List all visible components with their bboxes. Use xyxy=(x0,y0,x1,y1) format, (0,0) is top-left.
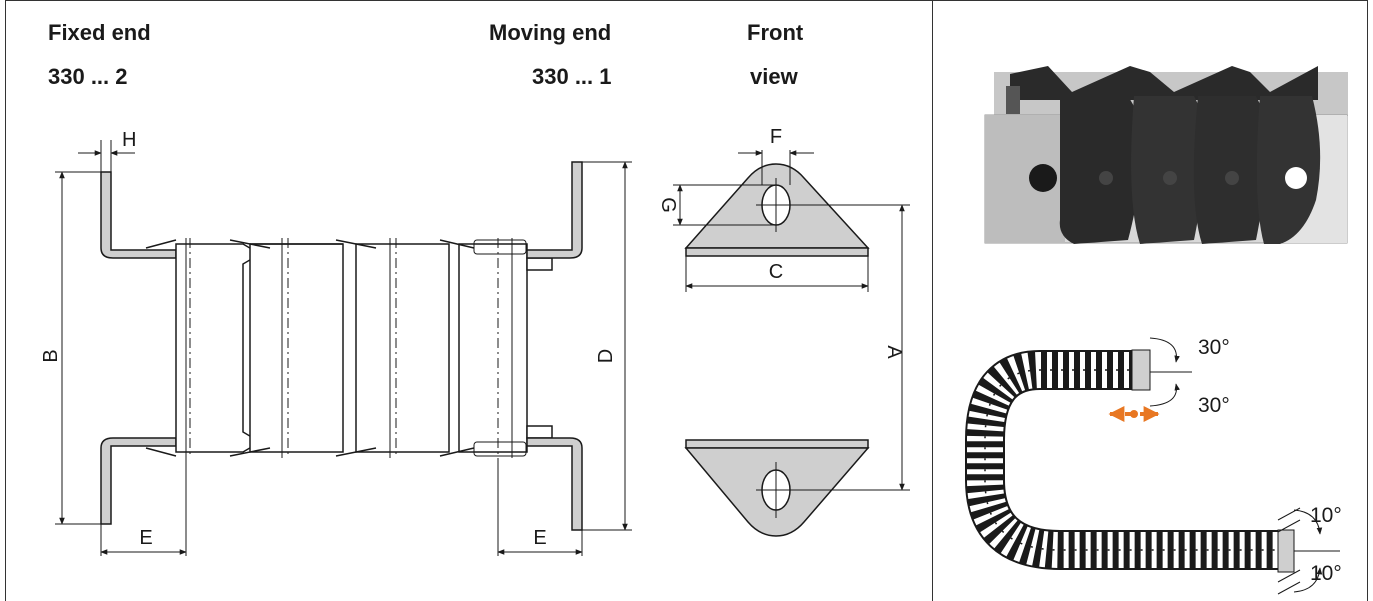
dimension-f-label: F xyxy=(770,126,782,148)
moving-end-bracket xyxy=(526,161,583,531)
dimension-c xyxy=(685,256,869,292)
front-view-title: Front xyxy=(747,20,804,45)
chain-photo xyxy=(984,66,1348,244)
moving-end-title: Moving end xyxy=(489,20,612,45)
angle-indicators xyxy=(1149,337,1340,595)
front-view-subtitle: view xyxy=(750,64,798,89)
fixed-end-bracket xyxy=(100,171,177,525)
dimension-a xyxy=(796,204,910,491)
dimension-d-label: D xyxy=(595,349,617,363)
dimension-b xyxy=(55,171,101,525)
dimension-d xyxy=(582,161,632,531)
fixed-end-title: Fixed end xyxy=(48,20,151,45)
fixed-end-code: 330 ... 2 xyxy=(48,64,128,89)
angle-top-lower: 30° xyxy=(1198,394,1230,417)
chain-link-details xyxy=(185,238,527,458)
double-arrow-icon xyxy=(1108,406,1160,422)
angle-bottom-lower: 10° xyxy=(1310,562,1342,585)
dimension-h-label: H xyxy=(122,129,136,151)
angle-bottom-upper: 10° xyxy=(1310,504,1342,527)
chain-bend-diagram xyxy=(965,349,1295,573)
front-view-bottom-bracket xyxy=(684,439,870,537)
dimension-a-label: A xyxy=(883,345,905,359)
drawing-frame xyxy=(5,0,1368,601)
panel-divider xyxy=(932,0,933,601)
dimension-g xyxy=(673,184,776,226)
front-view-top-bracket xyxy=(684,163,870,257)
dimension-e-right xyxy=(497,458,583,556)
dimension-b-label: B xyxy=(40,349,62,362)
moving-end-code: 330 ... 1 xyxy=(532,64,612,89)
dimension-e-right-label: E xyxy=(533,527,546,549)
front-view-centerlines xyxy=(756,178,796,518)
dimension-g-label: G xyxy=(657,197,679,213)
dimension-e-left-label: E xyxy=(139,527,152,549)
angle-top-upper: 30° xyxy=(1198,336,1230,359)
dimension-e-left xyxy=(100,458,187,556)
chain-links-side xyxy=(145,239,553,457)
dimension-h xyxy=(78,140,135,172)
dimension-c-label: C xyxy=(769,261,783,283)
dimension-f xyxy=(738,150,814,185)
